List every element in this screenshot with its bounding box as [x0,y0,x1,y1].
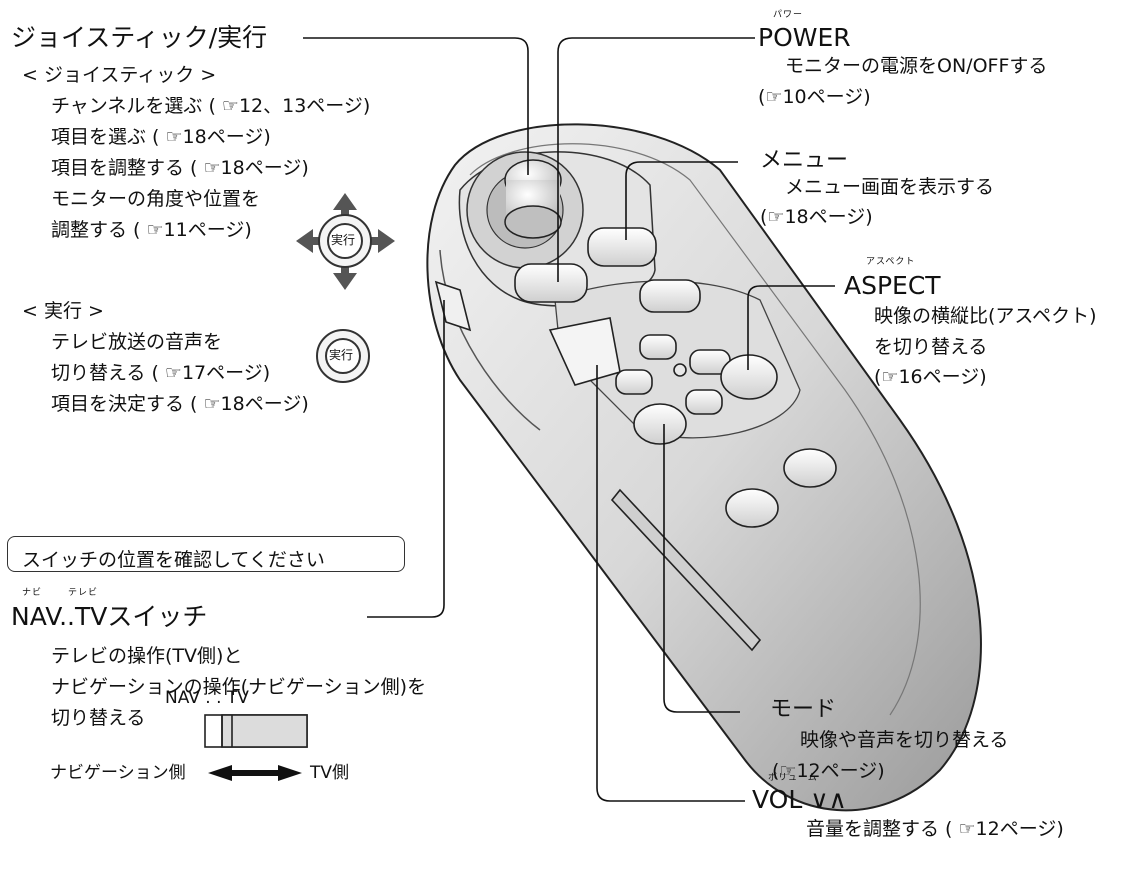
switch-note-text: スイッチの位置を確認してください [22,549,325,571]
nav-tv-switch-icon [204,714,308,748]
callout-lines [303,37,835,802]
mode-title: モード [770,697,837,722]
vol-title: VOL ∨∧ [752,785,847,814]
exec-item: 項目を決定する ( ☞18ページ) [51,393,309,415]
exec-item: テレビ放送の音声を [51,331,223,353]
aspect-title: ASPECT [844,271,941,300]
joystick-item: モニターの角度や位置を [51,188,261,210]
vol-line: 音量を調整する ( ☞12ページ) [806,818,1064,840]
exec-button-icon [316,329,370,383]
power-title: POWER [758,23,851,52]
power-line: モニターの電源をON/OFFする [785,55,1048,77]
remote-buttons [434,227,837,652]
menu-line: (☞18ページ) [760,206,873,228]
nav-tv-line: テレビの操作(TV側)と [51,645,243,667]
nav-ruby: ナビ [22,588,43,598]
joystick-title: ジョイスティック/実行 [11,23,268,52]
nav-tv-line: 切り替える [51,707,146,729]
menu-line: メニュー画面を表示する [785,176,995,198]
joystick-knob [466,151,584,269]
switch-left-side: ナビゲーション側 [50,763,186,783]
exec-heading: < 実行 > [22,300,104,322]
exec-glyph-standalone: 実行 [329,348,354,362]
double-arrow-icon [208,765,302,781]
mode-button [633,403,687,445]
exec-item: 切り替える ( ☞17ページ) [51,362,271,384]
power-button [514,263,588,303]
joystick-item: チャンネルを選ぶ ( ☞12、13ページ) [51,95,371,117]
menu-title: メニュー [760,148,849,173]
nav-tv-title: NAV..TVスイッチ [11,602,208,631]
power-line: (☞10ページ) [758,86,871,108]
joystick-item: 項目を調整する ( ☞18ページ) [51,157,309,179]
nav-tv-line: ナビゲーションの操作(ナビゲーション側)を [51,676,427,698]
aspect-button [720,354,778,400]
joystick-subheading: < ジョイスティック > [22,64,217,86]
joystick-arrows-icon [296,193,395,290]
aspect-ruby: アスペクト [866,257,916,267]
joystick-item: 項目を選ぶ ( ☞18ページ) [51,126,271,148]
exec-glyph-joystick: 実行 [331,233,356,247]
joystick-item: 調整する ( ☞11ページ) [51,219,252,241]
tv-ruby: テレビ [68,588,99,598]
mode-line: 映像や音声を切り替える [800,729,1009,751]
vol-ruby: ボリューム [768,773,818,783]
switch-label: NAV . . TV [165,688,249,708]
aspect-line: (☞16ページ) [874,366,987,388]
aspect-line: を切り替える [874,336,988,358]
aspect-line: 映像の横縦比(アスペクト) [874,305,1097,327]
switch-right-side: TV側 [310,763,350,783]
menu-button [587,227,657,267]
switch-note-box: スイッチの位置を確認してください [7,536,405,572]
power-ruby: パワー [773,10,804,20]
mode-line: (☞12ページ) [772,760,885,782]
